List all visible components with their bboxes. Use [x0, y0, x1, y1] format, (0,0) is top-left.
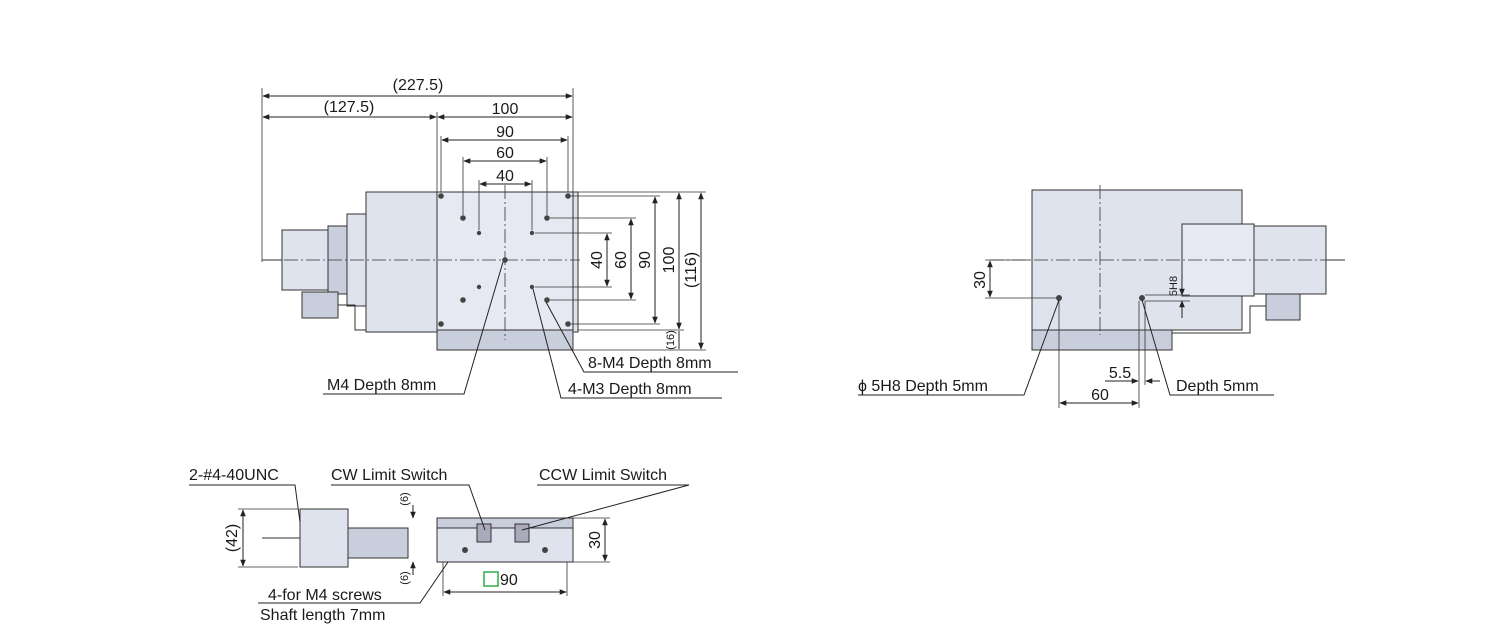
side-screw — [542, 547, 548, 553]
hole-m4 — [460, 215, 466, 221]
cw-switch — [476, 523, 492, 543]
dim-offset: (127.5) — [324, 99, 375, 116]
dim-overall: (227.5) — [393, 77, 444, 94]
dim-5-5: 5.5 — [1109, 365, 1131, 382]
dim-60-right: 60 — [1091, 387, 1109, 404]
dim-hole-span-40: 40 — [496, 168, 514, 185]
label-8-m4: 8-M4 Depth 8mm — [588, 355, 712, 372]
label-m4-center: M4 Depth 8mm — [327, 377, 436, 394]
dim-v40: 40 — [589, 251, 606, 269]
hole-m3 — [529, 284, 535, 290]
hole-m3 — [476, 284, 482, 290]
hole-m4 — [438, 193, 444, 199]
coupler-side — [347, 527, 409, 559]
dim-42: (42) — [224, 524, 241, 552]
dim-6-bot: (6) — [399, 571, 411, 584]
dim-hole-span-90: 90 — [496, 124, 514, 141]
dim-5h8: 5H8 — [1168, 276, 1180, 296]
label-connector: 2-#4-40UNC — [189, 467, 279, 484]
side-view: (42) 30 (6) (6) 90 2-#4-40UNC CW Limit S… — [189, 467, 690, 624]
hole-m4 — [438, 321, 444, 327]
pin-hole — [1056, 295, 1062, 301]
label-screws: 4-for M4 screws — [268, 587, 382, 604]
label-4-m3: 4-M3 Depth 8mm — [568, 381, 692, 398]
label-cw-switch: CW Limit Switch — [331, 467, 447, 484]
dim-v90: 90 — [637, 251, 654, 269]
pin-slot — [1139, 295, 1145, 301]
dim-v100: 100 — [661, 247, 678, 274]
side-screw — [462, 547, 468, 553]
hole-m4 — [544, 215, 550, 221]
hole-m4 — [460, 297, 466, 303]
connector-block — [301, 291, 339, 319]
connector-right — [1265, 293, 1301, 321]
cable-right — [1172, 305, 1266, 334]
label-ccw-switch: CCW Limit Switch — [539, 467, 667, 484]
dim-v60: 60 — [613, 251, 630, 269]
dim-width: 100 — [492, 101, 519, 118]
dim-90-side: 90 — [500, 572, 518, 589]
hole-m4 — [565, 321, 571, 327]
dim-v16: (16) — [665, 330, 677, 350]
square-symbol — [483, 571, 499, 587]
dim-v116: (116) — [683, 252, 700, 288]
dim-6-top: (6) — [399, 492, 411, 505]
hole-m4 — [565, 193, 571, 199]
right-view: 30 5H8 60 5.5 ϕ 5H8 Depth 5mm Depth 5mm — [858, 185, 1345, 408]
bottom-plate-right — [1031, 329, 1173, 351]
hole-m3 — [476, 230, 482, 236]
dim-hole-span-60: 60 — [496, 145, 514, 162]
dim-30-side: 30 — [587, 531, 604, 549]
label-pin-hole: ϕ 5H8 Depth 5mm — [858, 378, 988, 395]
hole-m4 — [544, 297, 550, 303]
m4-holes — [438, 193, 571, 327]
dim-30-right: 30 — [972, 271, 989, 289]
stage-top-plate — [436, 517, 574, 529]
m3-holes — [476, 230, 535, 290]
motor-side — [299, 508, 349, 568]
hole-m3 — [529, 230, 535, 236]
label-depth: Depth 5mm — [1176, 378, 1259, 395]
ccw-switch — [514, 523, 530, 543]
top-view: (227.5) (127.5) 100 90 60 40 40 60 90 10… — [261, 77, 738, 399]
hole-m4-center — [502, 257, 508, 263]
label-shaft: Shaft length 7mm — [260, 607, 385, 624]
